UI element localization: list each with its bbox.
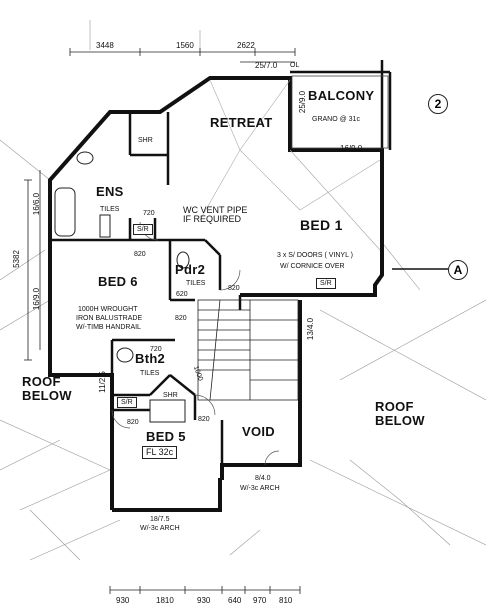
dim-820-d: 820: [127, 419, 139, 426]
top-dim-1: 3448: [96, 41, 114, 50]
outer-wall-bottom: [112, 478, 222, 512]
outer-wall: [48, 76, 384, 510]
bottom-dimension-line: [109, 586, 301, 594]
void-dim: 13/4.0: [306, 317, 316, 341]
bth-dim: 11/2.5: [97, 371, 107, 393]
bottom-dim-4: 640: [228, 596, 242, 605]
bed5-bottom-dim: 18/7.5: [150, 516, 170, 523]
room-bth2: Bth2: [135, 351, 166, 366]
ens-dim: 16/6.0: [32, 192, 42, 216]
bottom-dim-6: 810: [279, 596, 293, 605]
stairs: [197, 299, 299, 401]
roof-lines: [0, 20, 486, 561]
room-bed1: BED 1: [300, 217, 343, 233]
room-balcony: BALCONY: [308, 88, 375, 103]
left-dimension-line: [24, 170, 41, 361]
section-marker-a: A: [448, 260, 468, 280]
room-retreat: RETREAT: [210, 115, 273, 130]
ol-label: OL: [290, 62, 300, 69]
total-dim: 5382: [11, 250, 21, 268]
top-dimension-line: [69, 48, 296, 63]
top-dim-3: 2622: [237, 41, 255, 50]
top-dim-2: 1560: [176, 41, 194, 50]
top-dim-4: 25/7.0: [255, 61, 278, 70]
note-cornice: W/ CORNICE OVER: [280, 263, 345, 270]
note-balustrade-3: W/-TIMB HANDRAIL: [76, 324, 141, 331]
dim-820-e: 820: [198, 416, 210, 423]
room-bed5: BED 5: [146, 429, 186, 444]
bed1-dim: 16/9.0: [340, 144, 363, 153]
room-shr-2: SHR: [163, 392, 178, 399]
dim-820-b: 820: [228, 285, 240, 292]
room-pdr2: Pdr2: [175, 262, 206, 277]
retreat-hatch: [199, 79, 301, 221]
tiles-bth: TILES: [140, 370, 160, 377]
note-wc-vent: WC VENT PIPE: [183, 205, 248, 215]
dim-620: 620: [176, 291, 188, 298]
ens-fixtures: [54, 151, 190, 423]
sr-label-3: S/R: [117, 397, 137, 408]
void-bottom-dim: 8/4.0: [255, 475, 271, 482]
note-balustrade-2: IRON BALUSTRADE: [76, 315, 143, 322]
bed1-hatch: [289, 149, 381, 251]
interior-walls: [50, 60, 392, 465]
bed6-dim: 16/9.0: [32, 287, 42, 311]
note-if-required: IF REQUIRED: [183, 214, 242, 224]
note-arch-2: W/-3c ARCH: [140, 525, 180, 532]
tiles-ens: TILES: [100, 206, 120, 213]
balcony-outline: [291, 75, 389, 149]
section-marker-2: 2: [428, 94, 448, 114]
note-doors: 3 x S/ DOORS ( VINYL ): [277, 252, 353, 259]
section-arrow-a: [392, 268, 448, 270]
room-void: VOID: [242, 424, 275, 439]
balcony-finish: GRANO @ 31c: [312, 116, 360, 123]
dim-820-a: 820: [134, 251, 146, 258]
roof-below-left: ROOF BELOW: [22, 374, 72, 404]
sr-label-1: S/R: [133, 224, 153, 235]
bottom-dim-1: 930: [116, 596, 130, 605]
dim-720-b: 720: [150, 346, 162, 353]
bottom-dim-2: 1810: [156, 596, 174, 605]
room-bed6: BED 6: [98, 274, 138, 289]
dim-820-c: 820: [175, 315, 187, 322]
room-shr-1: SHR: [138, 137, 153, 144]
note-balustrade-1: 1000H WROUGHT: [78, 306, 138, 313]
roof-below-right: ROOF BELOW: [375, 399, 425, 429]
balcony-dim: 25/9.0: [298, 90, 308, 114]
room-ens: ENS: [96, 184, 124, 199]
dim-720-a: 720: [143, 210, 155, 217]
note-arch-1: W/-3c ARCH: [240, 485, 280, 492]
sr-label-2: S/R: [316, 278, 336, 289]
note-fl: FL 32c: [142, 446, 178, 459]
bottom-dim-5: 970: [253, 596, 267, 605]
bottom-dim-3: 930: [197, 596, 211, 605]
tiles-pdr: TILES: [186, 280, 206, 287]
